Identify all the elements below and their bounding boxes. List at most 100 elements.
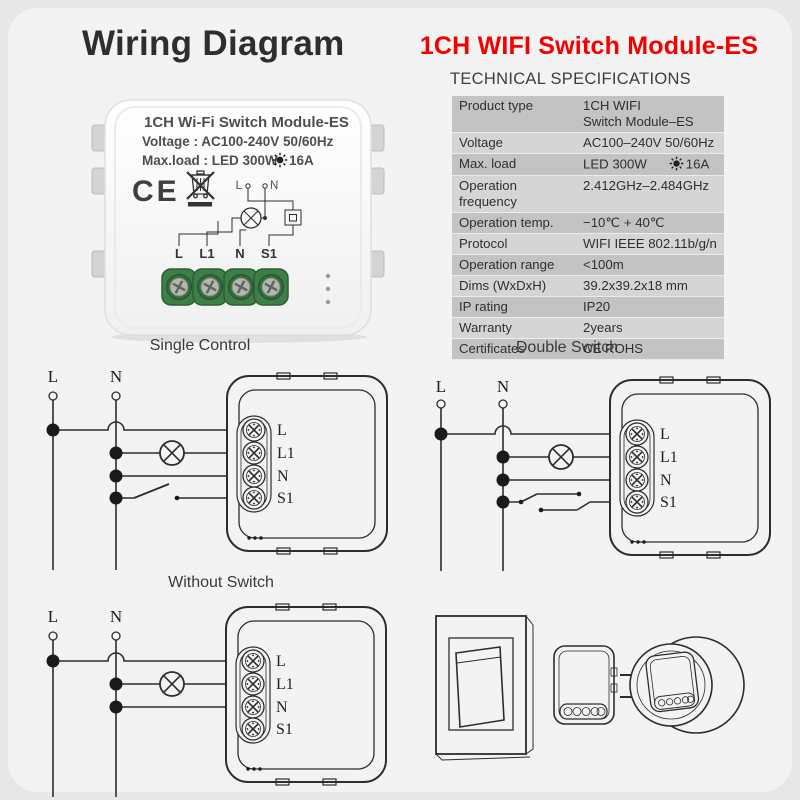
rail-label-l: L [48,607,58,626]
spec-label: Warranty [452,317,576,339]
spec-value: 2years [576,317,724,339]
spec-value: IP20 [576,296,724,318]
wifi-module-3d [553,645,618,725]
module-terminal-labels: L L1 N S1 [276,653,294,738]
table-row: Voltage AC100–240V 50/60Hz [452,132,724,154]
svg-text:N: N [270,180,278,192]
weee-icon [186,170,215,207]
svg-text:L: L [236,180,243,192]
power-rails: L N [48,367,122,570]
diagram-single-control: L N L L1 [46,367,400,570]
module-terminal-labels: L L1 N S1 [660,426,678,511]
svg-text:S1: S1 [660,494,677,511]
svg-text:N: N [276,699,288,716]
product-sheet-card: Wiring Diagram 1CH Wi-Fi Switch Module-E… [8,8,792,797]
photo-terminal-label: N [235,246,244,261]
product-photo: 1CH Wi-Fi Switch Module-ES Voltage : AC1… [91,99,385,343]
terminal-screw [227,273,255,301]
indicator-dots [325,273,331,305]
diagram-double-switch: L N [434,358,788,571]
diagram-without-switch: L N L L1 N S1 [46,596,400,797]
switch-blade [133,483,170,499]
module-terminal-labels: L L1 N S1 [277,422,295,507]
svg-text:L: L [660,426,670,443]
spec-value: CE ROHS [576,338,724,360]
rail-label-l: L [436,377,446,396]
terminal-screw [257,273,285,301]
module-outline [227,373,387,554]
rocker-button [455,646,505,728]
photo-terminal-label: L1 [199,246,214,261]
diagram-title-double: Double Switch [515,339,619,356]
page-title: Wiring Diagram [82,24,345,63]
lamp-icon [548,444,574,470]
photo-maxload-text: Max.load : LED 300W [142,153,278,168]
svg-text:S1: S1 [277,490,294,507]
svg-text:L1: L1 [660,449,678,466]
svg-text:L1: L1 [276,676,294,693]
spec-value: 39.2x39.2x18 mm [576,275,724,297]
round-junction-box [629,636,745,734]
photo-terminal-label: S1 [261,246,277,261]
table-row: Protocol WIFI IEEE 802.11b/g/n [452,233,724,255]
table-row: IP rating IP20 [452,296,724,318]
spec-label: IP rating [452,296,576,318]
spec-table: Product type 1CH WIFI Switch Module–ES V… [452,96,724,360]
module-bezel [114,106,362,329]
wires [46,652,253,714]
spec-value: 1CH WIFI Switch Module–ES [576,96,724,133]
printed-mini-schematic: L N [175,180,302,261]
printed-lamp-icon [240,207,262,229]
spec-value: −10℃ + 40℃ [576,212,724,234]
module-in-box [645,651,700,713]
lamp-icon [159,440,185,466]
wires [46,421,254,505]
spec-value: WIFI IEEE 802.11b/g/n [576,233,724,255]
svg-text:L: L [277,422,287,439]
spec-value: AC100–240V 50/60Hz [576,132,724,154]
photo-terminal-label: L [175,246,183,261]
spec-heading: TECHNICAL SPECIFICATIONS [450,70,691,88]
spec-label: Max. load [452,153,576,176]
photo-product-title: 1CH Wi-Fi Switch Module-ES [144,114,349,131]
svg-text:N: N [660,472,672,489]
terminal-block [161,268,289,306]
photo-amps-text: 16A [289,153,314,168]
brightness-icon [271,151,289,169]
spec-label: Voltage [452,132,576,154]
brightness-icon [668,155,684,172]
spec-label: Operation temp. [452,212,576,234]
spec-value: 2.412GHz–2.484GHz [576,175,724,213]
spec-label: Certificates [452,338,576,360]
table-row: Warranty 2years [452,317,724,339]
table-row: Dims (WxDxH) 39.2x39.2x18 mm [452,275,724,297]
power-rails: L N [436,377,509,571]
table-row: Operation temp. −10℃ + 40℃ [452,212,724,234]
svg-text:L1: L1 [277,445,295,462]
wires [434,425,637,513]
module-outline [226,604,386,785]
power-rails: L N [48,607,122,797]
ce-mark: CE [132,175,180,208]
spec-label: Operation range [452,254,576,276]
table-row: Operation range <100m [452,254,724,276]
installation-illustration [435,615,745,761]
product-name: 1CH WIFI Switch Module-ES [419,32,759,60]
module-outline [610,377,770,558]
rail-label-n: N [110,607,122,626]
terminal-screw [196,273,224,301]
svg-text:N: N [277,468,289,485]
rail-label-n: N [497,377,509,396]
lamp-icon [159,671,185,697]
table-row: Certificates CE ROHS [452,338,724,360]
spec-value: <100m [576,254,724,276]
wall-switch [435,615,534,761]
spec-label: Product type [452,96,576,133]
table-row: Product type 1CH WIFI Switch Module–ES [452,96,724,133]
svg-text:S1: S1 [276,721,293,738]
photo-voltage-text: Voltage : AC100-240V 50/60Hz [142,134,334,149]
rail-label-n: N [110,367,122,386]
